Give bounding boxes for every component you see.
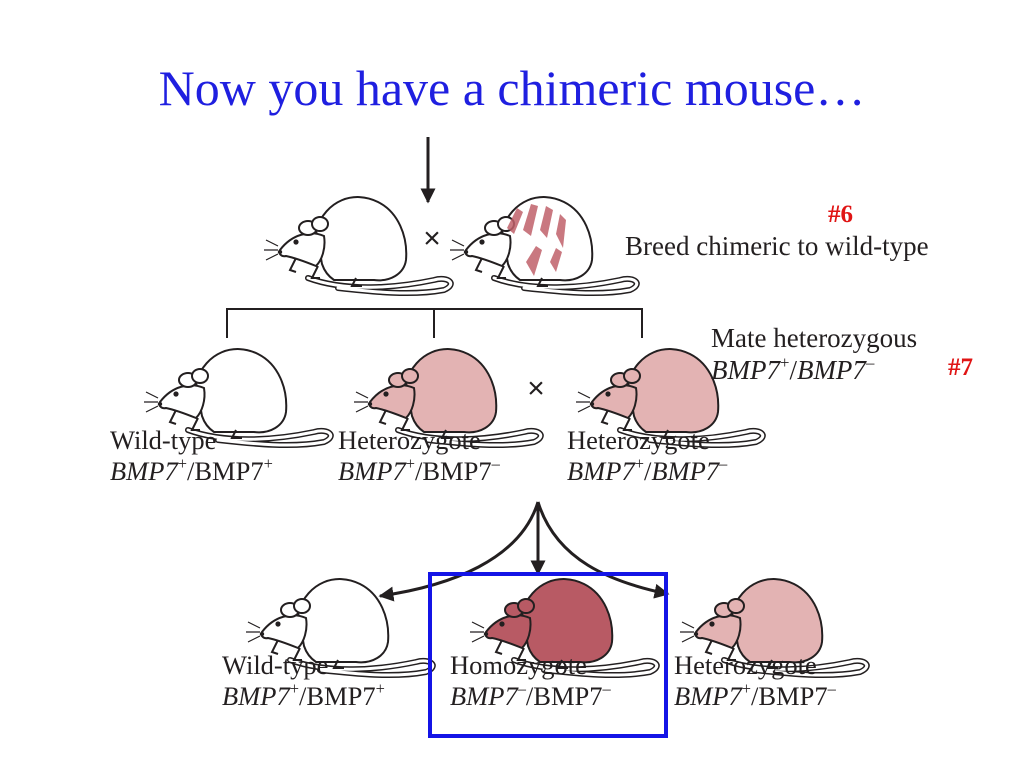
arrow-to-wildtype — [378, 501, 540, 602]
gen1-genotype-wildtype: BMP7+/BMP7+ — [110, 454, 273, 486]
gen2-genotype-heterozygote: BMP7+/BMP7– — [674, 679, 836, 711]
progeny-bracket — [226, 308, 643, 338]
gen1-genotype-heterozygote-2: BMP7+/BMP7– — [567, 454, 728, 486]
gen2-type-heterozygote: Heterozygote — [674, 650, 817, 680]
mouse-chimeric-parent — [450, 197, 637, 293]
gen2-genotype-wildtype: BMP7+/BMP7+ — [222, 679, 385, 711]
gen2-label-heterozygote: Heterozygote BMP7+/BMP7– — [674, 650, 836, 712]
homozygote-highlight-box — [428, 572, 668, 738]
gen2-label-homozygote: Homozygote BMP7–/BMP7– — [450, 650, 611, 712]
gen2-type-homozygote: Homozygote — [450, 650, 587, 680]
cross-symbol-middle: × — [527, 372, 545, 405]
gen1-label-wildtype: Wild-type BMP7+/BMP7+ — [110, 425, 273, 487]
cross-symbol-top: × — [423, 222, 441, 255]
branch-arrows — [378, 501, 670, 602]
gen2-label-wildtype: Wild-type BMP7+/BMP7+ — [222, 650, 385, 712]
mate-instruction-genotype: BMP7+/BMP7– — [711, 353, 875, 385]
step-7-label: #7 — [948, 354, 973, 381]
step-6-label: #6 — [828, 201, 853, 228]
mate-instruction: Mate heterozygous BMP7+/BMP7– — [711, 322, 1024, 386]
gen1-genotype-heterozygote-1: BMP7+/BMP7– — [338, 454, 500, 486]
gen2-genotype-homozygote: BMP7–/BMP7– — [450, 679, 611, 711]
arrow-to-heterozygote — [536, 501, 670, 599]
slide-title: Now you have a chimeric mouse… — [158, 60, 866, 116]
breed-instruction: Breed chimeric to wild-type — [625, 231, 929, 261]
gen1-type-wildtype: Wild-type — [110, 425, 217, 455]
gen1-type-heterozygote-2: Heterozygote — [567, 425, 710, 455]
gen1-label-heterozygote-2: Heterozygote BMP7+/BMP7– — [567, 425, 727, 487]
gen1-label-heterozygote-1: Heterozygote BMP7+/BMP7– — [338, 425, 500, 487]
mate-instruction-line1: Mate heterozygous — [711, 323, 918, 353]
gen2-type-wildtype: Wild-type — [222, 650, 329, 680]
gen1-type-heterozygote-1: Heterozygote — [338, 425, 481, 455]
